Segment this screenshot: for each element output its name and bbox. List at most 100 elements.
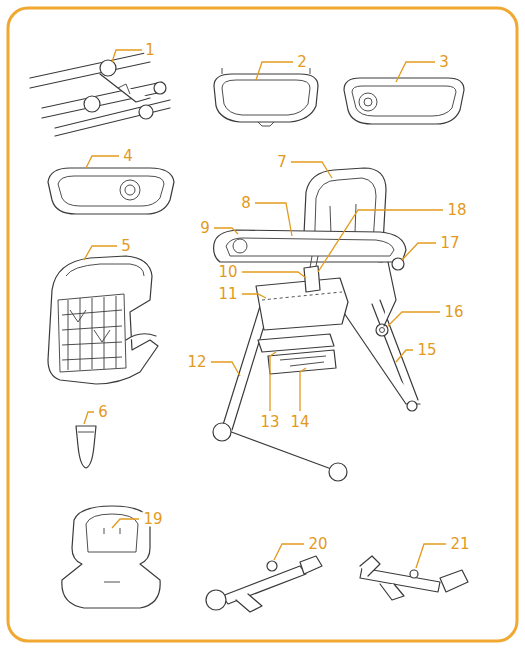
leader-lines [242, 294, 266, 298]
callout-number: 2 [296, 55, 308, 70]
leader-lines [274, 544, 304, 560]
callout-number: 5 [120, 239, 132, 254]
leader-lines [211, 362, 240, 376]
frame-tubes [100, 74, 150, 102]
frame-tubes [30, 52, 162, 118]
callout-number: 16 [443, 305, 464, 320]
high-chair [258, 334, 334, 352]
callout-number: 21 [449, 537, 470, 552]
leader-lines [256, 62, 293, 80]
seat-pad [58, 294, 126, 372]
callout-number: 3 [438, 55, 450, 70]
leader-lines [416, 544, 446, 568]
frame-tubes [154, 82, 166, 94]
tray-insert [222, 68, 310, 126]
callout-number: 12 [186, 355, 207, 370]
leader-lines [402, 243, 436, 260]
high-chair [226, 238, 394, 256]
high-chair [262, 292, 342, 300]
high-chair [233, 239, 247, 253]
callout-number: 10 [217, 265, 238, 280]
tray-with-cup [344, 78, 464, 124]
high-chair [376, 324, 388, 336]
tray [120, 180, 140, 200]
crotch-piece [76, 426, 96, 468]
leader-lines [396, 350, 413, 362]
leader-lines [242, 272, 306, 278]
leader-lines [84, 50, 446, 568]
leader-lines [214, 228, 238, 234]
footrest-bar-right [410, 570, 418, 578]
footrest-bar-left [206, 590, 226, 610]
callout-number: 15 [416, 343, 437, 358]
high-chair [329, 463, 347, 481]
tray-insert [214, 74, 318, 122]
frame-tubes [100, 60, 116, 76]
tray [48, 168, 174, 214]
crotch-piece [78, 432, 94, 433]
footrest-bar-right [360, 556, 380, 576]
leader-lines [396, 62, 435, 82]
high-chair [213, 423, 231, 441]
infant-insert [104, 528, 120, 582]
seat-pad [126, 334, 156, 340]
footrest-bar-right [360, 556, 468, 600]
tray-with-cup [364, 98, 372, 106]
high-chair [304, 266, 320, 292]
callout-number: 19 [142, 512, 163, 527]
leader-lines [300, 368, 306, 411]
leader-lines [84, 246, 117, 260]
footrest-bar-left [236, 594, 262, 612]
tray-with-cup [344, 78, 464, 124]
tray [125, 185, 135, 195]
seat-pad [48, 256, 158, 384]
tray [48, 168, 174, 214]
callout-number: 11 [217, 287, 238, 302]
callout-number: 1 [144, 43, 156, 58]
seat-pad [70, 310, 110, 342]
seat-pad [66, 264, 144, 276]
callout-number: 7 [276, 155, 288, 170]
tray-with-cup [352, 86, 456, 116]
leader-lines [112, 50, 142, 62]
callout-number: 20 [307, 537, 328, 552]
tray-with-cup [359, 93, 377, 111]
high-chair [256, 278, 348, 330]
leader-lines [388, 312, 440, 326]
frame-tubes [118, 84, 130, 94]
leader-lines [84, 412, 94, 424]
leader-lines [112, 519, 139, 528]
callout-number: 17 [439, 236, 460, 251]
callout-number: 18 [446, 203, 467, 218]
frame-border [8, 8, 517, 641]
footrest-bar-right [440, 570, 468, 592]
high-chair [384, 262, 396, 326]
footrest-bar-left [300, 556, 322, 574]
footrest-bar-right [380, 584, 404, 600]
tray [58, 176, 164, 206]
callout-number: 6 [97, 405, 109, 420]
callout-number: 4 [122, 149, 134, 164]
frame-tubes [55, 100, 170, 136]
seat-pad [62, 310, 122, 360]
callout-number: 9 [199, 221, 211, 236]
seat-pad [48, 256, 158, 384]
footrest-bar-left [222, 566, 306, 604]
high-chair [226, 430, 334, 470]
tray-insert [222, 80, 310, 115]
leader-lines [86, 156, 119, 168]
leader-lines [291, 162, 332, 178]
frame-tubes [139, 105, 153, 119]
high-chair [280, 356, 326, 366]
tray-insert [214, 68, 318, 126]
crotch-piece [76, 426, 96, 468]
leader-lines [255, 203, 292, 236]
leader-lines [270, 352, 276, 411]
callout-number: 13 [259, 415, 280, 430]
high-chair [342, 310, 420, 404]
callout-number: 14 [289, 415, 310, 430]
frame-tubes [84, 96, 100, 112]
